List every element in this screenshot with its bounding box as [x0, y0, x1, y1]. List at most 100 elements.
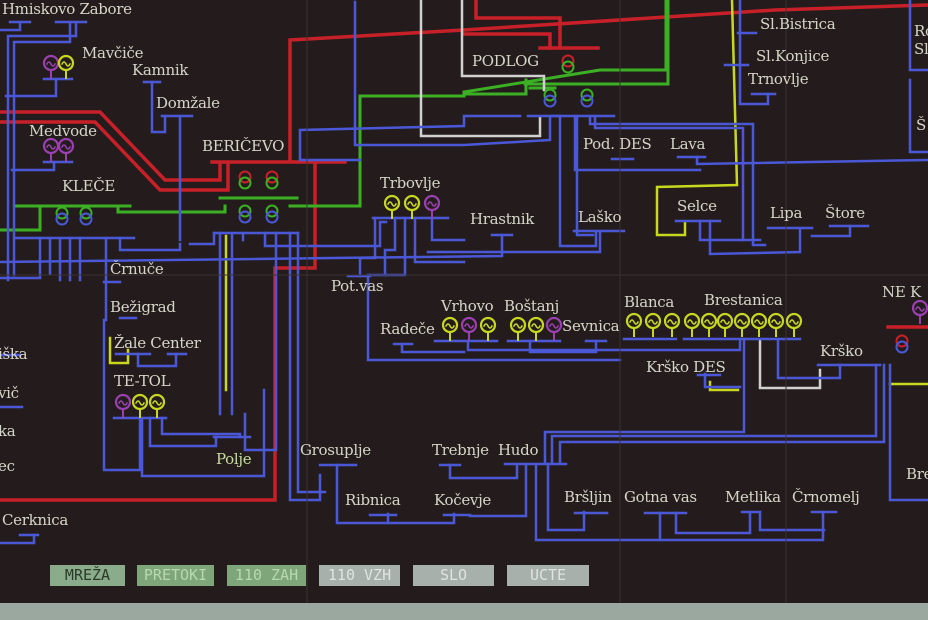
label-hudo: Hudo [498, 441, 539, 459]
label-hrastnik: Hrastnik [470, 210, 535, 228]
label-polje: Polje [216, 450, 252, 468]
label-klece: KLEČE [62, 177, 116, 195]
label-mavcice: Mavčiče [82, 44, 144, 62]
button-110-zah[interactable]: 110 ZAH [227, 565, 306, 586]
label-left-3: ka [0, 422, 16, 440]
panel-seams [0, 0, 928, 604]
label-krsko: Krško [820, 342, 863, 360]
generator-icon [911, 299, 928, 324]
label-pod-des: Pod. DES [583, 135, 652, 153]
label-trbovlje: Trbovlje [380, 174, 441, 192]
label-bostanj: Boštanj [504, 297, 559, 315]
label-brestanica: Brestanica [704, 291, 783, 309]
transformer-icon [55, 206, 69, 226]
label-radece: Radeče [380, 320, 435, 338]
label-right-2: Sl [914, 40, 928, 58]
lines-110kv [0, 0, 928, 545]
label-right-4: Bre [906, 465, 928, 483]
label-te-tol: TE-TOL [114, 372, 171, 390]
generator-icon [716, 312, 734, 337]
label-trnovlje: Trnovlje [748, 70, 809, 88]
label-crnuce: Črnuče [110, 260, 164, 278]
transformers [55, 54, 909, 354]
label-blanca: Blanca [624, 293, 674, 311]
label-zale-center: Žale Center [114, 334, 201, 352]
label-domzale: Domžale [156, 94, 220, 112]
generator-icon [700, 312, 718, 337]
button-mreza[interactable]: MREŽA [50, 565, 125, 586]
label-lipa: Lipa [770, 204, 803, 222]
generators [42, 54, 928, 418]
generator-icon [114, 393, 132, 418]
button-slo[interactable]: SLO [413, 565, 494, 586]
generator-icon [509, 316, 527, 341]
label-left-1: iška [0, 345, 28, 363]
generator-icon [545, 316, 563, 341]
label-selce: Selce [677, 197, 717, 215]
label-pot-vas: Pot.vas [331, 277, 384, 295]
generator-icon [460, 316, 478, 341]
generator-icon [441, 316, 459, 341]
generator-icon [683, 312, 701, 337]
transformer-icon [238, 204, 252, 224]
label-krsko-des: Krško DES [646, 358, 726, 376]
label-lasko: Laško [578, 208, 622, 226]
generator-icon [644, 312, 662, 337]
generator-icon [625, 312, 643, 337]
generator-icon [383, 194, 401, 219]
transformer-icon [543, 88, 557, 108]
label-sl-bistrica: Sl.Bistrica [760, 15, 836, 33]
label-right-3: Š [916, 116, 926, 134]
label-store: Štore [825, 204, 865, 222]
label-kamnik: Kamnik [132, 61, 189, 79]
button-ucte[interactable]: UCTE [507, 565, 589, 586]
label-grosuplje: Grosuplje [300, 441, 371, 459]
label-bezigrad: Bežigrad [110, 298, 176, 316]
generator-icon [42, 137, 60, 162]
label-lava: Lava [670, 135, 706, 153]
lines-220kv [0, 0, 670, 232]
label-ribnica: Ribnica [345, 491, 401, 509]
label-trebnje: Trebnje [432, 441, 489, 459]
transformer-icon [580, 88, 594, 108]
label-top-left: Hmiskovo Zabore [2, 0, 132, 18]
generator-icon [479, 316, 497, 341]
label-left-4: ec [0, 457, 15, 475]
transformer-icon [238, 170, 252, 190]
button-pretoki[interactable]: PRETOKI [137, 565, 214, 586]
generator-icon [750, 312, 768, 337]
label-cerknica: Cerknica [2, 511, 69, 529]
generator-icon [785, 312, 803, 337]
transformer-icon [265, 170, 279, 190]
label-ne-krsko: NE K [882, 283, 921, 301]
label-vrhovo: Vrhovo [441, 297, 494, 315]
generator-icon [57, 137, 75, 162]
transformer-icon [895, 334, 909, 354]
generator-icon [57, 54, 75, 79]
transformer-icon [561, 54, 575, 74]
generator-icon [733, 312, 751, 337]
label-right-1: Ro [914, 22, 928, 40]
label-sevnica: Sevnica [562, 317, 620, 335]
button-110-vzh[interactable]: 110 VZH [319, 565, 400, 586]
generator-icon [663, 312, 681, 337]
label-sl-konjice: Sl.Konjice [756, 47, 830, 65]
label-kocevje: Kočevje [434, 491, 492, 509]
generator-icon [527, 316, 545, 341]
generator-icon [423, 194, 441, 219]
label-gotna-vas: Gotna vas [624, 488, 697, 506]
board-bottom-frame [0, 603, 928, 620]
transformer-icon [265, 204, 279, 224]
generator-icon [131, 393, 149, 418]
label-berichevo: BERIČEVO [202, 137, 285, 155]
lines-yellow [108, 0, 928, 392]
transformer-icon [79, 206, 93, 226]
label-medvode: Medvode [29, 122, 97, 140]
generator-icon [42, 54, 60, 79]
label-left-2: vič [0, 384, 19, 402]
label-brsljin: Bršljin [564, 488, 612, 506]
label-crnomelj: Črnomelj [792, 488, 860, 506]
generator-icon [403, 194, 421, 219]
